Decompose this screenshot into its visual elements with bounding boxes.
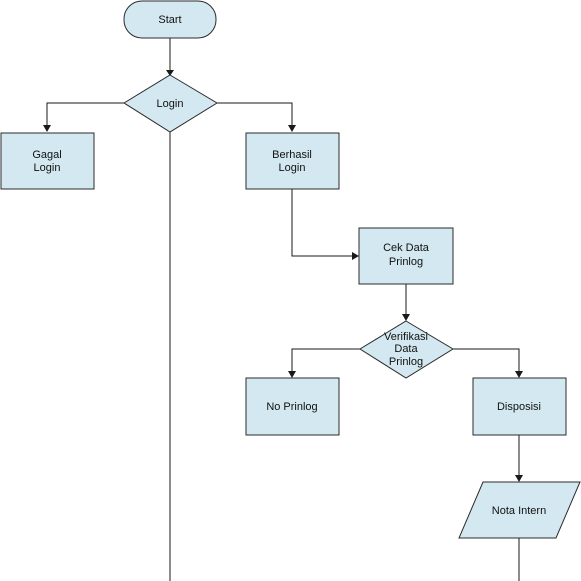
login-decision: Login — [123, 74, 218, 133]
arrowhead-icon — [166, 70, 174, 76]
nota-intern-data: Nota Intern — [458, 481, 581, 539]
arrowhead-icon — [352, 252, 359, 260]
arrowhead-icon — [402, 314, 410, 321]
disposisi-process: Disposisi — [472, 377, 567, 436]
arrowhead-icon — [288, 371, 296, 378]
node-label: Prinlog — [389, 256, 423, 268]
node-label: Gagal — [32, 149, 61, 161]
node-label: Verifikasi — [384, 331, 428, 343]
start-terminator: Start — [123, 0, 217, 39]
edge-verifikasi-noprinlog — [291, 348, 360, 374]
connectors — [43, 38, 523, 581]
berhasil-login-process: Berhasil Login — [245, 132, 340, 190]
arrowhead-icon — [288, 125, 296, 132]
arrowhead-icon — [515, 475, 523, 482]
edge-verifikasi-disposisi — [452, 348, 520, 374]
node-label: No Prinlog — [266, 401, 317, 413]
cek-data-prinlog-process: Cek Data Prinlog — [358, 227, 454, 285]
verifikasi-decision: Verifikasi Data Prinlog — [359, 320, 454, 379]
node-label: Berhasil — [272, 149, 312, 161]
node-label: Prinlog — [389, 356, 423, 368]
node-label: Login — [279, 162, 306, 174]
node-label: Disposisi — [497, 401, 541, 413]
node-label: Cek Data — [383, 242, 430, 254]
node-label: Start — [158, 14, 181, 26]
edge-berhasil-cek — [291, 189, 355, 257]
arrowhead-icon — [43, 125, 51, 132]
edge-login-gagal — [46, 102, 124, 129]
gagal-login-process: Gagal Login — [0, 132, 95, 190]
node-label: Login — [157, 98, 184, 110]
arrowhead-icon — [515, 371, 523, 378]
node-label: Nota Intern — [492, 505, 546, 517]
no-prinlog-process: No Prinlog — [245, 377, 340, 436]
node-label: Login — [34, 162, 61, 174]
edge-login-berhasil — [216, 102, 293, 129]
node-label: Data — [394, 343, 418, 355]
